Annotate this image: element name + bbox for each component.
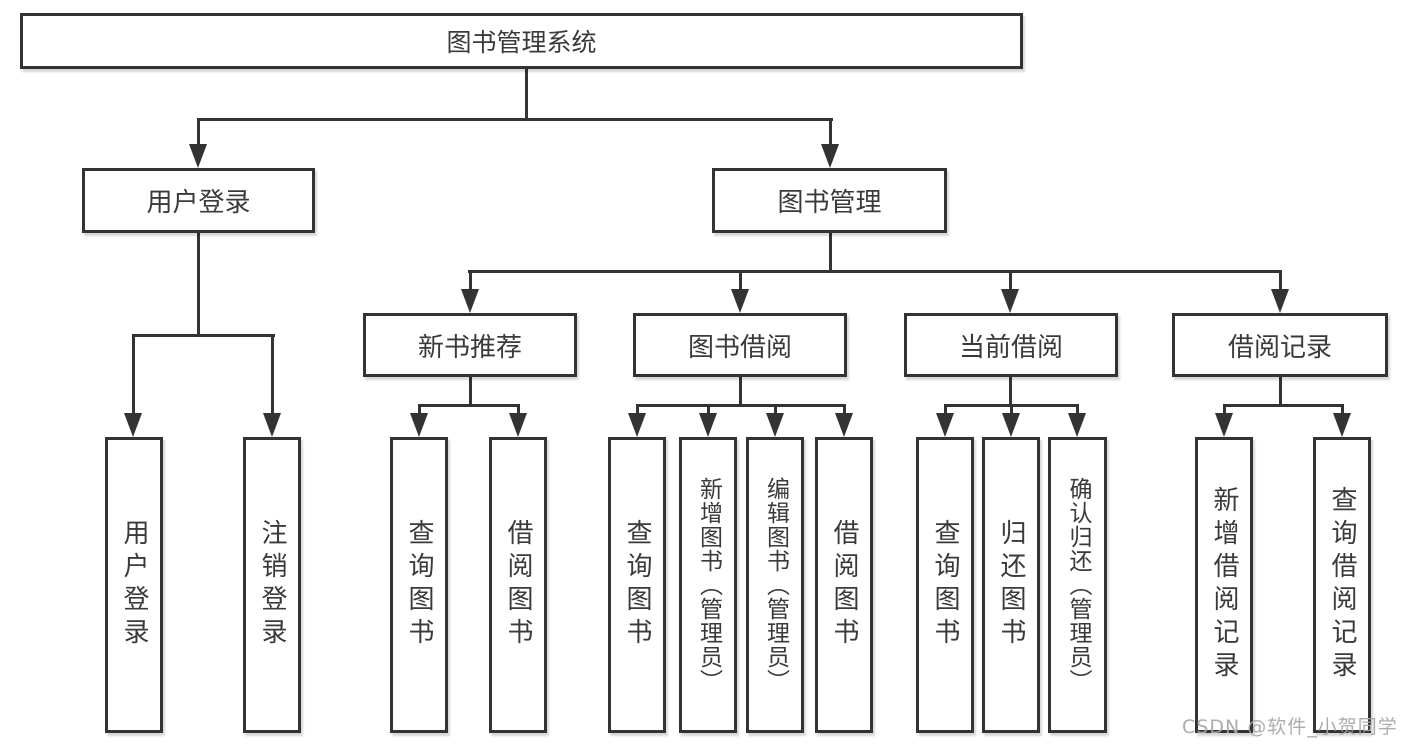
arrow-down-icon [821,144,839,168]
arrow-down-icon [699,413,717,437]
arrow-down-icon [731,289,749,313]
connector-line [271,334,274,416]
connector-line [1223,404,1226,416]
connector-line [132,334,135,416]
arrow-down-icon [835,413,853,437]
connector-line [469,270,472,292]
node-label: 编辑图书（管理员） [762,477,789,693]
connector-line [1010,404,1013,416]
node-label: 查询图书 [404,519,434,651]
node-label: 借阅图书 [829,519,859,651]
connector-line [739,377,742,407]
arrow-down-icon [1333,413,1351,437]
leaf-query-books-borrow: 查询图书 [608,437,666,733]
arrow-down-icon [1068,413,1086,437]
leaf-return-books: 归还图书 [982,437,1040,733]
csdn-watermark: CSDN @软件_小贺同学 [1182,716,1398,738]
arrow-down-icon [628,413,646,437]
connector-line [829,118,832,148]
node-label: 确认归还（管理员） [1065,477,1091,693]
connector-line [636,404,639,416]
node-borrow-records: 借阅记录 [1172,313,1388,377]
connector-line [418,404,421,416]
leaf-add-borrow-record: 新增借阅记录 [1195,437,1253,733]
node-label: 用户登录 [146,188,251,218]
node-label: 新增借阅记录 [1209,486,1239,684]
arrow-down-icon [936,413,954,437]
node-label: 图书管理 [777,188,882,218]
arrow-down-icon [1215,413,1233,437]
connector-line [1009,377,1012,407]
connector-line [1009,270,1012,292]
connector-line [469,377,472,407]
leaf-query-books-recommend: 查询图书 [390,437,448,733]
node-new-book-recommend: 新书推荐 [363,313,577,377]
arrow-down-icon [1002,413,1020,437]
connector-line [636,404,846,407]
connector-line [197,118,833,121]
connector-line [739,270,742,292]
node-user-login: 用户登录 [82,168,315,233]
leaf-logout: 注销登录 [243,437,301,733]
node-label: 图书管理系统 [446,28,597,57]
arrow-down-icon [410,413,428,437]
connector-line [468,270,1282,273]
node-book-management: 图书管理 [712,168,947,233]
arrow-down-icon [263,413,281,437]
arrow-down-icon [124,413,142,437]
connector-line [944,404,947,416]
connector-line [1223,404,1344,407]
arrow-down-icon [189,144,207,168]
node-label: 查询借阅记录 [1327,486,1357,684]
node-label: 用户登录 [119,519,149,651]
connector-line [1076,404,1079,416]
connector-line [843,404,846,416]
node-book-borrow: 图书借阅 [633,313,847,377]
connector-line [1279,270,1282,292]
node-label: 借阅图书 [503,519,533,651]
node-label: 查询图书 [622,519,652,651]
leaf-borrow-books: 借阅图书 [815,437,873,733]
connector-line [829,231,832,273]
node-label: 图书借阅 [687,332,792,363]
connector-line [197,118,200,148]
leaf-confirm-return-admin: 确认归还（管理员） [1048,437,1107,733]
leaf-edit-books-admin: 编辑图书（管理员） [746,437,804,733]
connector-line [774,404,777,416]
node-label: 归还图书 [996,519,1026,651]
node-label: 查询图书 [930,519,960,651]
arrow-down-icon [1001,289,1019,313]
arrow-down-icon [1271,289,1289,313]
node-label: 当前借阅 [958,332,1063,363]
leaf-user-login: 用户登录 [105,437,163,733]
connector-line [707,404,710,416]
connector-line [197,231,200,337]
node-current-borrow: 当前借阅 [904,313,1118,377]
arrow-down-icon [766,413,784,437]
connector-line [517,404,520,416]
node-label: 借阅记录 [1227,332,1332,363]
node-label: 新增图书（管理员） [695,477,722,693]
connector-line [418,404,520,407]
connector-line [1279,377,1282,407]
arrow-down-icon [509,413,527,437]
arrow-down-icon [461,289,479,313]
leaf-borrow-books-recommend: 借阅图书 [489,437,547,733]
connector-line [132,334,275,337]
node-label: 新书推荐 [417,332,522,363]
connector-line [1341,404,1344,416]
node-library-management-system: 图书管理系统 [20,13,1023,69]
leaf-add-books-admin: 新增图书（管理员） [679,437,737,733]
connector-line [525,68,528,120]
leaf-query-books-current: 查询图书 [916,437,974,733]
leaf-query-borrow-record: 查询借阅记录 [1313,437,1371,733]
node-label: 注销登录 [257,519,287,651]
